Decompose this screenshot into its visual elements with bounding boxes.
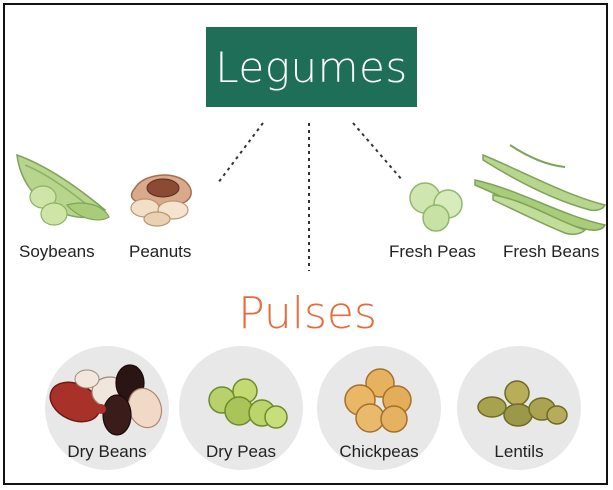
connector-to-fresh-peas xyxy=(353,123,403,181)
chickpeas-icon xyxy=(345,369,411,432)
dry-peas-icon xyxy=(209,379,287,428)
chickpeas-label: Chickpeas xyxy=(317,442,441,462)
dry-beans-icon xyxy=(44,365,167,435)
fresh-beans-label: Fresh Beans xyxy=(503,242,599,262)
peanuts-label: Peanuts xyxy=(129,242,191,262)
pulses-heading: Pulses xyxy=(5,288,608,339)
lentils-icon xyxy=(478,381,567,426)
connector-to-peanuts xyxy=(218,123,263,183)
legumes-title: Legumes xyxy=(215,43,407,92)
soybeans-label: Soybeans xyxy=(19,242,95,262)
peanut-icon xyxy=(131,175,191,226)
dry-peas-label: Dry Peas xyxy=(179,442,303,462)
fresh-beans-icon xyxy=(475,145,605,234)
soybean-icon xyxy=(17,155,109,225)
fresh-peas-label: Fresh Peas xyxy=(389,242,476,262)
legumes-title-box: Legumes xyxy=(206,27,417,107)
lentils-label: Lentils xyxy=(457,442,581,462)
diagram-frame: Legumes Soybeans Peanuts Fresh Peas Fres… xyxy=(3,3,608,485)
fresh-peas-icon xyxy=(410,183,462,231)
dry-beans-label: Dry Beans xyxy=(45,442,169,462)
